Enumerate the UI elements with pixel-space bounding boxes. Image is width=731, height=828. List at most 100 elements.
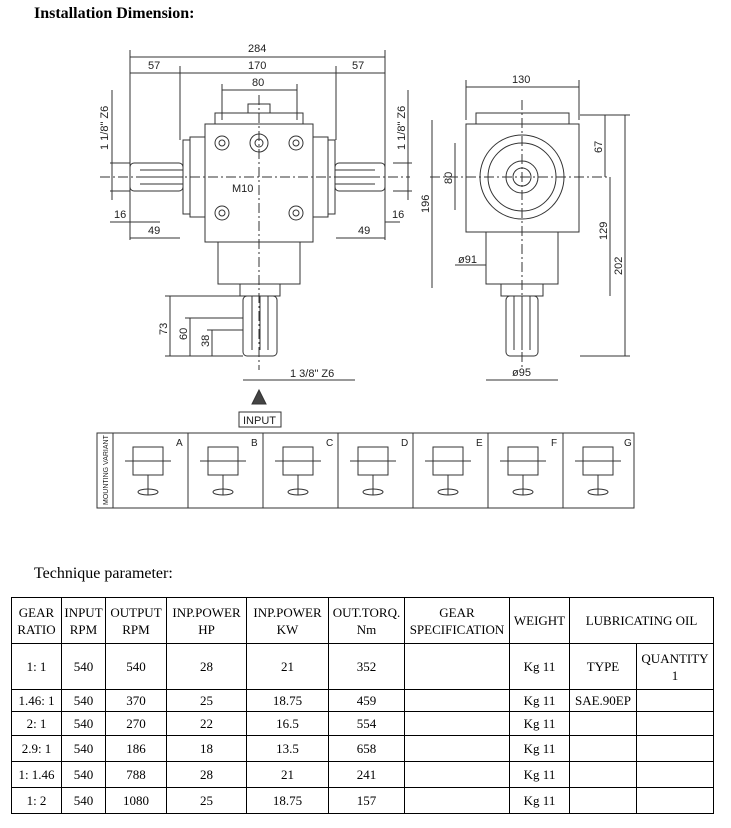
variant-b-label: B: [251, 438, 258, 449]
variant-e-label: E: [476, 438, 483, 449]
dim-49-right: 49: [358, 225, 370, 237]
cell-gear-spec: [404, 787, 510, 814]
cell-power-hp: 18: [166, 735, 247, 762]
cell-weight: Kg 11: [509, 761, 570, 788]
variant-a-label: A: [176, 438, 183, 449]
dim-49-left: 49: [148, 225, 160, 237]
table-row: 1: 1 540 540 28 21 352 Kg 11 TYPE QUANTI…: [11, 643, 714, 690]
table-row: 1.46: 1 540 370 25 18.75 459 Kg 11 SAE.9…: [11, 689, 714, 712]
cell-torque: 554: [328, 711, 405, 736]
cell-oil-type: [569, 735, 637, 762]
variant-f-label: F: [551, 438, 557, 449]
cell-oil-type: [569, 787, 637, 814]
dim-202: 202: [613, 257, 625, 275]
dim-80: 80: [252, 77, 264, 89]
dim-129: 129: [598, 222, 610, 240]
cell-input-rpm: 540: [61, 689, 106, 712]
technique-parameter-heading: Technique parameter:: [34, 565, 173, 582]
cell-gear-ratio: 1: 2: [11, 787, 62, 814]
cell-torque: 241: [328, 761, 405, 788]
dim-57-left: 57: [148, 60, 160, 72]
dim-38: 38: [200, 335, 212, 347]
cell-power-hp: 28: [166, 761, 247, 788]
cell-power-kw: 18.75: [246, 689, 329, 712]
dim-thread-right: 1 1/8" Z6: [396, 106, 408, 150]
cell-output-rpm: 788: [105, 761, 167, 788]
mounting-variant-label: MOUNTING VARIANT: [103, 434, 110, 505]
dim-196: 196: [420, 195, 432, 213]
cell-power-kw: 13.5: [246, 735, 329, 762]
cell-torque: 658: [328, 735, 405, 762]
variant-c-label: C: [326, 438, 333, 449]
header-weight: WEIGHT: [509, 597, 570, 644]
cell-gear-spec: [404, 735, 510, 762]
cell-gear-ratio: 2: 1: [11, 711, 62, 736]
cell-power-kw: 21: [246, 643, 329, 690]
dim-16-left: 16: [114, 209, 126, 221]
table-row: 2.9: 1 540 186 18 13.5 658 Kg 11: [11, 735, 714, 762]
cell-input-rpm: 540: [61, 735, 106, 762]
cell-power-kw: 21: [246, 761, 329, 788]
cell-torque: 352: [328, 643, 405, 690]
dim-m10: M10: [232, 183, 253, 195]
dim-170: 170: [248, 60, 266, 72]
cell-oil-type-label: TYPE: [569, 643, 637, 690]
cell-power-hp: 28: [166, 643, 247, 690]
cell-gear-ratio: 2.9: 1: [11, 735, 62, 762]
cell-gear-ratio: 1: 1.46: [11, 761, 62, 788]
dim-130: 130: [512, 74, 530, 86]
variant-d-label: D: [401, 438, 408, 449]
dim-dia95: ø95: [512, 367, 531, 379]
cell-gear-ratio: 1: 1: [11, 643, 62, 690]
cell-torque: 157: [328, 787, 405, 814]
cell-input-rpm: 540: [61, 711, 106, 736]
cell-gear-spec: [404, 711, 510, 736]
cell-gear-ratio: 1.46: 1: [11, 689, 62, 712]
cell-output-rpm: 370: [105, 689, 167, 712]
cell-weight: Kg 11: [509, 735, 570, 762]
dim-60: 60: [178, 328, 190, 340]
dim-57-right: 57: [352, 60, 364, 72]
cell-oil-type: SAE.90EP: [569, 689, 637, 712]
cell-output-rpm: 270: [105, 711, 167, 736]
header-lubricating-oil: LUBRICATING OIL: [569, 597, 714, 644]
cell-weight: Kg 11: [509, 689, 570, 712]
table-row: 1: 2 540 1080 25 18.75 157 Kg 11: [11, 787, 714, 814]
table-row: 1: 1.46 540 788 28 21 241 Kg 11: [11, 761, 714, 788]
dim-thread-bottom: 1 3/8" Z6: [290, 368, 334, 380]
cell-weight: Kg 11: [509, 711, 570, 736]
cell-oil-type: [569, 761, 637, 788]
cell-power-hp: 25: [166, 787, 247, 814]
header-out-torque: OUT.TORQ.Nm: [328, 597, 405, 644]
cell-weight: Kg 11: [509, 643, 570, 690]
variant-g-label: G: [624, 438, 632, 449]
cell-power-kw: 18.75: [246, 787, 329, 814]
cell-gear-spec: [404, 643, 510, 690]
cell-oil-quantity: [636, 711, 714, 736]
input-label: INPUT: [243, 415, 276, 427]
dim-284: 284: [248, 43, 266, 55]
cell-weight: Kg 11: [509, 787, 570, 814]
installation-dimension-heading: Installation Dimension:: [34, 5, 195, 22]
cell-input-rpm: 540: [61, 761, 106, 788]
cell-oil-quantity: [636, 761, 714, 788]
dim-80-side: 80: [443, 172, 455, 184]
cell-oil-quantity: [636, 787, 714, 814]
cell-power-hp: 22: [166, 711, 247, 736]
dim-73: 73: [158, 323, 170, 335]
technical-drawing: 284 170 57 57 80 M10 16 49 16 49 1 3/8" …: [96, 43, 635, 509]
cell-output-rpm: 1080: [105, 787, 167, 814]
cell-input-rpm: 540: [61, 787, 106, 814]
cell-output-rpm: 540: [105, 643, 167, 690]
cell-power-hp: 25: [166, 689, 247, 712]
cell-oil-quantity: [636, 689, 714, 712]
cell-gear-spec: [404, 761, 510, 788]
